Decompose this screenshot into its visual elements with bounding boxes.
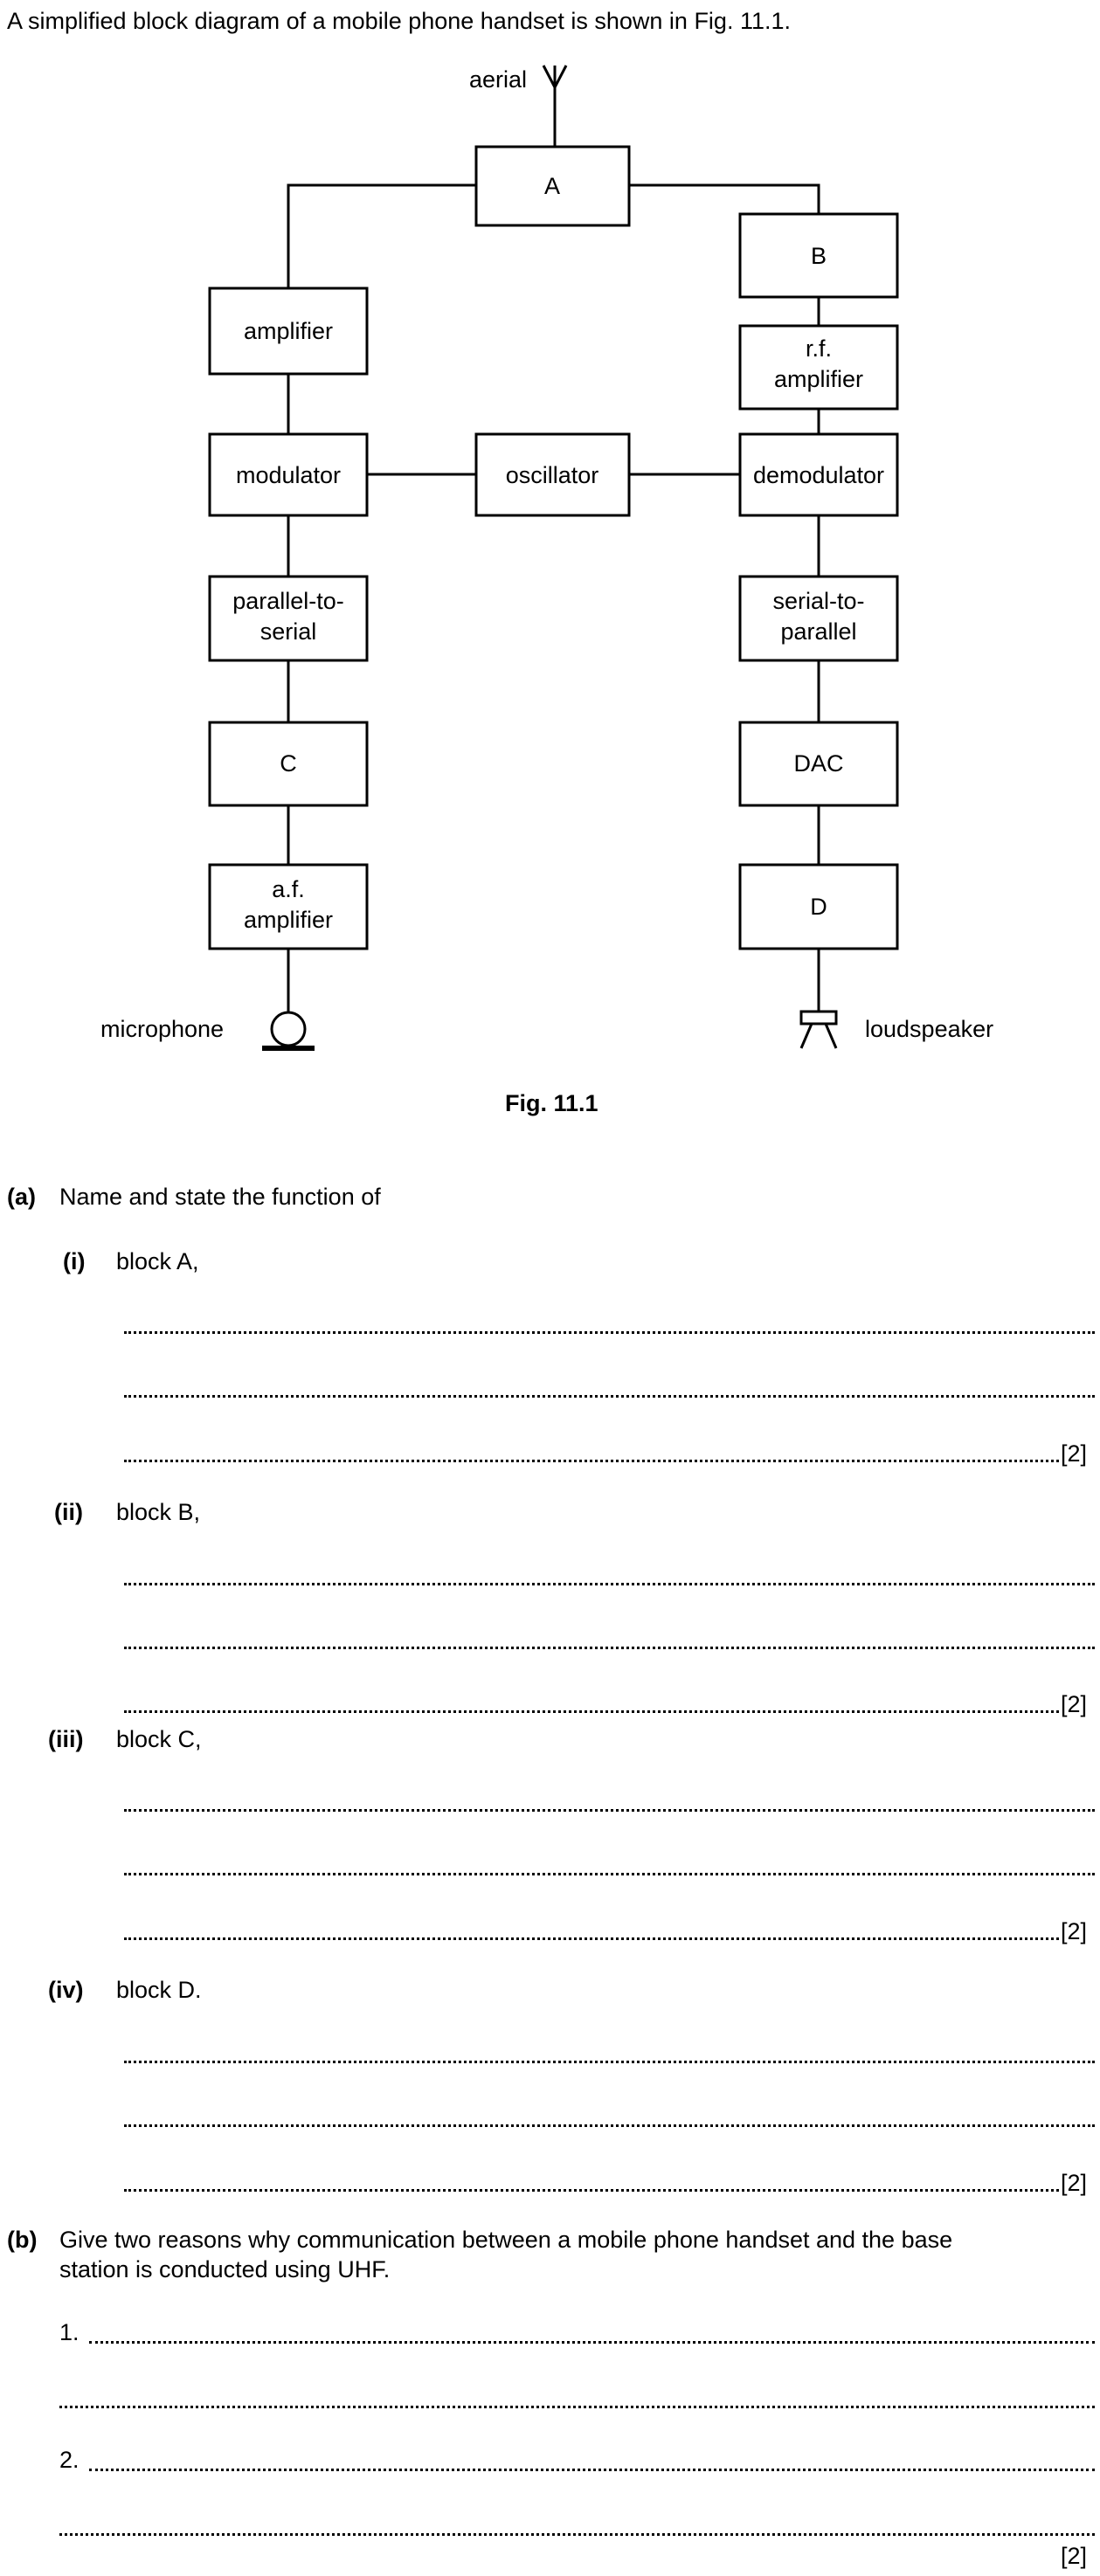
answer-line-i-1[interactable]: [124, 1331, 1095, 1334]
loudspeaker-label: loudspeaker: [865, 1016, 993, 1042]
rf-amplifier-label-2: amplifier: [774, 366, 863, 392]
serial-to-parallel-label-1: serial-to-: [772, 588, 864, 614]
amplifier-block: [208, 287, 369, 376]
subpart-i-text: block A,: [116, 1248, 199, 1274]
parallel-to-serial-label-1: parallel-to-: [232, 588, 344, 614]
reason-1-line-1[interactable]: [89, 2341, 1095, 2344]
modulator-label: modulator: [236, 462, 341, 488]
subpart-i-label: (i): [63, 1248, 86, 1274]
answer-line-iv-3[interactable]: [124, 2189, 1059, 2192]
dac-block: [738, 721, 899, 807]
microphone-symbol: [262, 1011, 315, 1051]
reason-2-line-1[interactable]: [89, 2469, 1095, 2471]
block-b-label: B: [811, 243, 827, 269]
block-d: [738, 863, 899, 950]
subpart-iii-label: (iii): [48, 1726, 84, 1752]
block-a-label: A: [544, 173, 560, 199]
block-d-label: D: [810, 894, 827, 920]
mark-iii: [2]: [1061, 1918, 1088, 1944]
aerial-symbol: [542, 65, 568, 147]
answer-line-i-3[interactable]: [124, 1460, 1059, 1462]
reason-2-line-2[interactable]: [59, 2533, 1095, 2536]
loudspeaker-symbol: [799, 989, 838, 1049]
answer-line-iii-2[interactable]: [124, 1873, 1095, 1875]
parallel-to-serial-label-2: serial: [260, 618, 317, 645]
af-amplifier-label-2: amplifier: [244, 907, 333, 933]
intro-text: A simplified block diagram of a mobile p…: [7, 8, 791, 34]
answer-line-i-2[interactable]: [124, 1395, 1095, 1398]
answer-line-iii-1[interactable]: [124, 1809, 1095, 1812]
answer-line-iii-3[interactable]: [124, 1937, 1059, 1940]
af-amplifier-label-1: a.f.: [272, 876, 305, 902]
answer-line-iv-2[interactable]: [124, 2124, 1095, 2127]
subpart-ii-label: (ii): [54, 1499, 83, 1525]
reason-1-number: 1.: [59, 2319, 80, 2345]
part-a-text: Name and state the function of: [59, 1184, 381, 1210]
figure-caption-text: Fig. 11.1: [505, 1090, 598, 1116]
parallel-to-serial-block: [208, 575, 369, 662]
af-amplifier-block: [208, 863, 369, 950]
subpart-iv-text: block D.: [116, 1977, 202, 2003]
serial-to-parallel-label-2: parallel: [780, 618, 856, 645]
answer-line-ii-3[interactable]: [124, 1710, 1059, 1713]
part-b-line-2: station is conducted using UHF.: [59, 2256, 391, 2282]
block-diagram: aerial A B amplifier r.f. amplifier modu…: [100, 65, 993, 1051]
block-b: [738, 212, 899, 299]
reason-1-line-2[interactable]: [59, 2406, 1095, 2408]
part-a-label: (a): [7, 1184, 36, 1210]
block-c: [208, 721, 369, 807]
reason-2-number: 2.: [59, 2447, 80, 2473]
subpart-iv-label: (iv): [48, 1977, 84, 2003]
oscillator-block: [474, 432, 631, 517]
amplifier-label: amplifier: [244, 318, 333, 344]
answer-line-ii-1[interactable]: [124, 1583, 1095, 1585]
oscillator-label: oscillator: [506, 462, 599, 488]
aerial-label: aerial: [469, 66, 527, 93]
block-c-label: C: [280, 750, 297, 777]
part-b-label: (b): [7, 2227, 38, 2253]
block-a: [474, 145, 631, 227]
subpart-iii-text: block C,: [116, 1726, 202, 1752]
mark-iv: [2]: [1061, 2170, 1088, 2196]
dac-label: DAC: [793, 750, 843, 777]
mark-i: [2]: [1061, 1440, 1088, 1467]
subpart-ii-text: block B,: [116, 1499, 201, 1525]
part-b-line-1: Give two reasons why communication betwe…: [59, 2227, 953, 2253]
rf-amplifier-label-1: r.f.: [806, 335, 832, 362]
microphone-label: microphone: [100, 1016, 224, 1042]
answer-line-iv-1[interactable]: [124, 2061, 1095, 2063]
answer-line-ii-2[interactable]: [124, 1647, 1095, 1649]
modulator-block: [208, 432, 369, 517]
serial-to-parallel-block: [738, 575, 899, 662]
demodulator-block: [738, 432, 899, 517]
mark-ii: [2]: [1061, 1691, 1088, 1717]
demodulator-label: demodulator: [753, 462, 884, 488]
rf-amplifier-block: [738, 324, 899, 411]
mark-b: [2]: [1061, 2543, 1088, 2569]
